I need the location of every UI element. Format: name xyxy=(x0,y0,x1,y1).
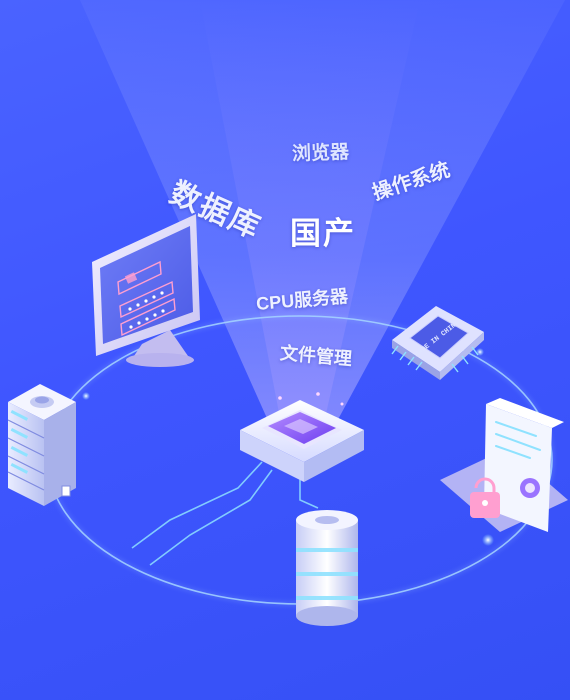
monitor-icon xyxy=(92,214,200,367)
server-rack-icon xyxy=(7,384,76,506)
label-browser: 浏览器 xyxy=(291,142,350,165)
document-lock-icon xyxy=(440,398,568,532)
database-cylinder-icon xyxy=(296,510,358,626)
circuit-traces xyxy=(131,461,319,566)
ring-glow-dot-right xyxy=(482,534,494,546)
label-domestic: 国产 xyxy=(290,216,356,251)
central-processor-icon xyxy=(240,392,364,482)
cpu-chip-icon: MADE IN CHINA xyxy=(391,306,484,380)
ring-glow-dot-left xyxy=(82,392,90,400)
light-beam-core xyxy=(200,0,420,418)
